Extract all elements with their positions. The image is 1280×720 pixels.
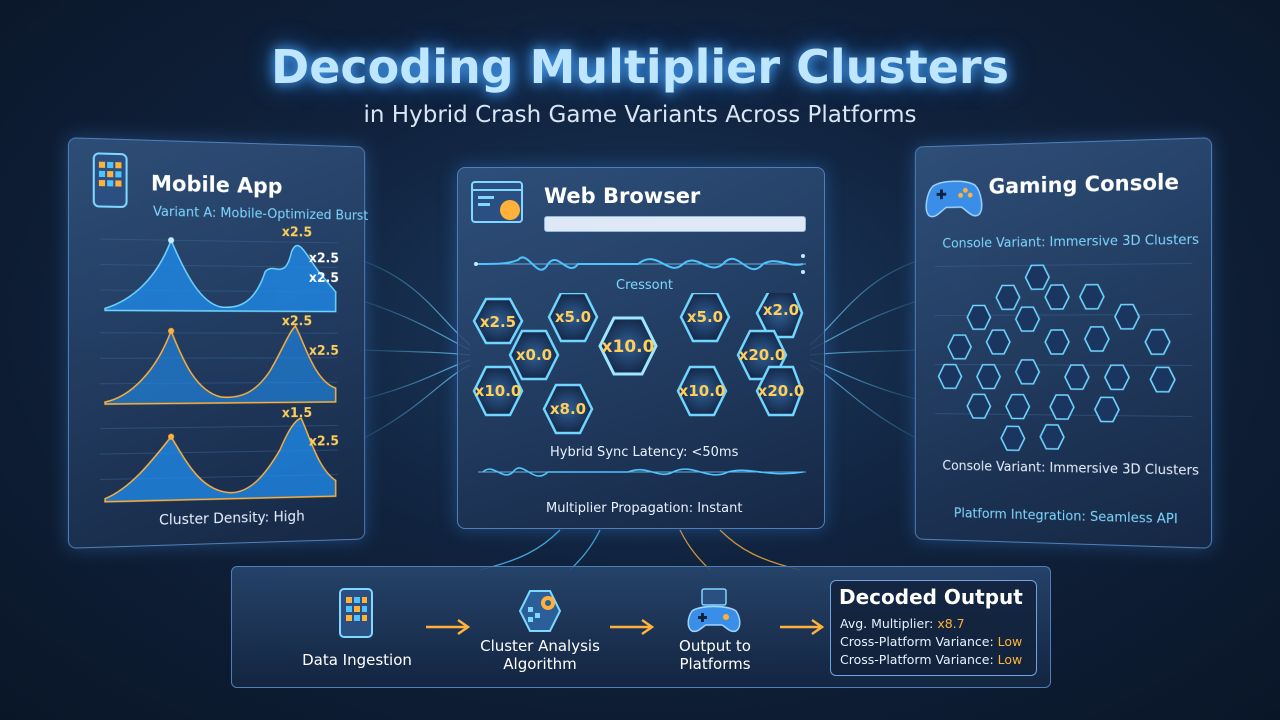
mobile-peak-label: x1.5: [282, 406, 312, 421]
mobile-peak-label: x2.5: [309, 251, 339, 266]
hex-label: x20.0: [758, 382, 805, 400]
tablet-icon: [339, 588, 373, 638]
console-panel-title: Gaming Console: [988, 169, 1179, 199]
hex-tile: [508, 329, 560, 381]
mobile-peak-label: x2.5: [309, 434, 339, 449]
hex-label: x10.0: [602, 337, 655, 357]
mobile-peak-label: x2.5: [309, 271, 339, 286]
hex-label: x5.0: [687, 308, 723, 326]
arrow-right-icon: [780, 618, 825, 636]
hex-tile: [547, 293, 599, 343]
hex-label: x2.5: [480, 313, 516, 331]
step-cluster-analysis-line2: Algorithm: [503, 655, 577, 673]
smartphone-icon: [88, 151, 133, 209]
hex-tile: [755, 293, 804, 339]
mobile-cluster-density: Cluster Density: High: [159, 508, 305, 529]
step-output-platforms-line2: Platforms: [679, 655, 751, 673]
browser-icon: [471, 181, 523, 223]
gaming-console-panel: Gaming Console Console Variant: Immersiv…: [914, 137, 1213, 549]
web-latency-wave: [478, 467, 806, 477]
variance-label: Cross-Platform Variance:: [840, 634, 998, 649]
hex-label: x10.0: [475, 382, 522, 400]
console-variant-bottom: Console Variant: Immersive 3D Clusters: [942, 458, 1200, 479]
web-panel-title: Web Browser: [544, 184, 701, 208]
hex-tile: [598, 316, 658, 376]
hex-label: x5.0: [555, 308, 591, 326]
console-3d-hex-cluster: [916, 253, 1211, 458]
avg-multiplier-value: x8.7: [937, 616, 965, 631]
mobile-cluster-charts: x2.5 x2.5 x2.5 x2.5 x2.5 x1.5 x2.5: [69, 225, 339, 525]
decoded-output-box: Decoded Output Avg. Multiplier: x8.7 Cro…: [830, 580, 1037, 676]
mobile-chart-1-area: [105, 239, 336, 311]
gamepad-icon: [923, 175, 984, 222]
console-platform-integration: Platform Integration: Seamless API: [953, 506, 1178, 528]
hex-label: x10.0: [679, 382, 726, 400]
web-waveform: [474, 254, 806, 274]
mobile-peak-label: x2.5: [309, 344, 339, 359]
decoded-output-title: Decoded Output: [839, 585, 1023, 609]
variance-value: Low: [997, 634, 1023, 649]
hex-label: x20.0: [739, 346, 786, 364]
mobile-chart-2-peak: [168, 327, 175, 334]
web-browser-panel: Web Browser Cressont x2.5 x5.0 x5.0: [457, 167, 825, 529]
hex-tile: [542, 383, 594, 435]
hex-label: x2.0: [763, 301, 799, 319]
mobile-chart-3-area: [105, 418, 336, 502]
multiplier-hex-cluster: x2.5 x5.0 x5.0 x2.0 x0.0 x10.0 x20.0 x10…: [472, 293, 805, 435]
hex-tile: [472, 297, 524, 345]
variance-label: Cross-Platform Variance:: [840, 652, 998, 667]
mobile-chart-1-peak: [168, 237, 175, 244]
web-propagation: Multiplier Propagation: Instant: [546, 501, 743, 516]
mobile-peak-label: x2.5: [282, 314, 312, 329]
browser-address-bar[interactable]: [544, 216, 806, 232]
cluster-algorithm-icon: [518, 590, 562, 632]
step-output-platforms: Output to Platforms: [650, 637, 780, 673]
page-subtitle: in Hybrid Crash Game Variants Across Pla…: [363, 102, 917, 128]
page-title: Decoding Multiplier Clusters: [271, 40, 1009, 94]
hex-label: x8.0: [550, 400, 586, 418]
mobile-chart-3-peak: [168, 433, 175, 440]
hex-tile: [472, 365, 524, 417]
hex-tile: [679, 293, 731, 343]
platforms-output-icon: [687, 588, 741, 633]
arrow-right-icon: [610, 618, 655, 636]
variance-line-1: Cross-Platform Variance: Low: [840, 634, 1022, 649]
hex-tile: [676, 365, 728, 417]
step-cluster-analysis: Cluster Analysis Algorithm: [470, 637, 610, 673]
avg-multiplier: Avg. Multiplier: x8.7: [840, 616, 965, 631]
avg-multiplier-label: Avg. Multiplier:: [840, 616, 938, 631]
variance-value: Low: [997, 652, 1023, 667]
hex-label: x0.0: [516, 346, 552, 364]
console-variant-top: Console Variant: Immersive 3D Clusters: [942, 232, 1200, 252]
web-wave-label: Cressont: [616, 278, 673, 293]
step-cluster-analysis-line1: Cluster Analysis: [480, 637, 600, 655]
mobile-panel-title: Mobile App: [150, 171, 283, 199]
mobile-chart-2-area: [105, 326, 336, 404]
step-output-platforms-line1: Output to: [679, 637, 751, 655]
step-data-ingestion: Data Ingestion: [302, 651, 412, 669]
arrow-right-icon: [426, 618, 471, 636]
variance-line-2: Cross-Platform Variance: Low: [840, 652, 1022, 667]
hex-tile: [755, 365, 804, 417]
mobile-app-panel: Mobile App Variant A: Mobile-Optimized B…: [67, 137, 368, 549]
mobile-peak-label: x2.5: [282, 225, 312, 240]
web-sync-latency: Hybrid Sync Latency: <50ms: [550, 445, 739, 460]
